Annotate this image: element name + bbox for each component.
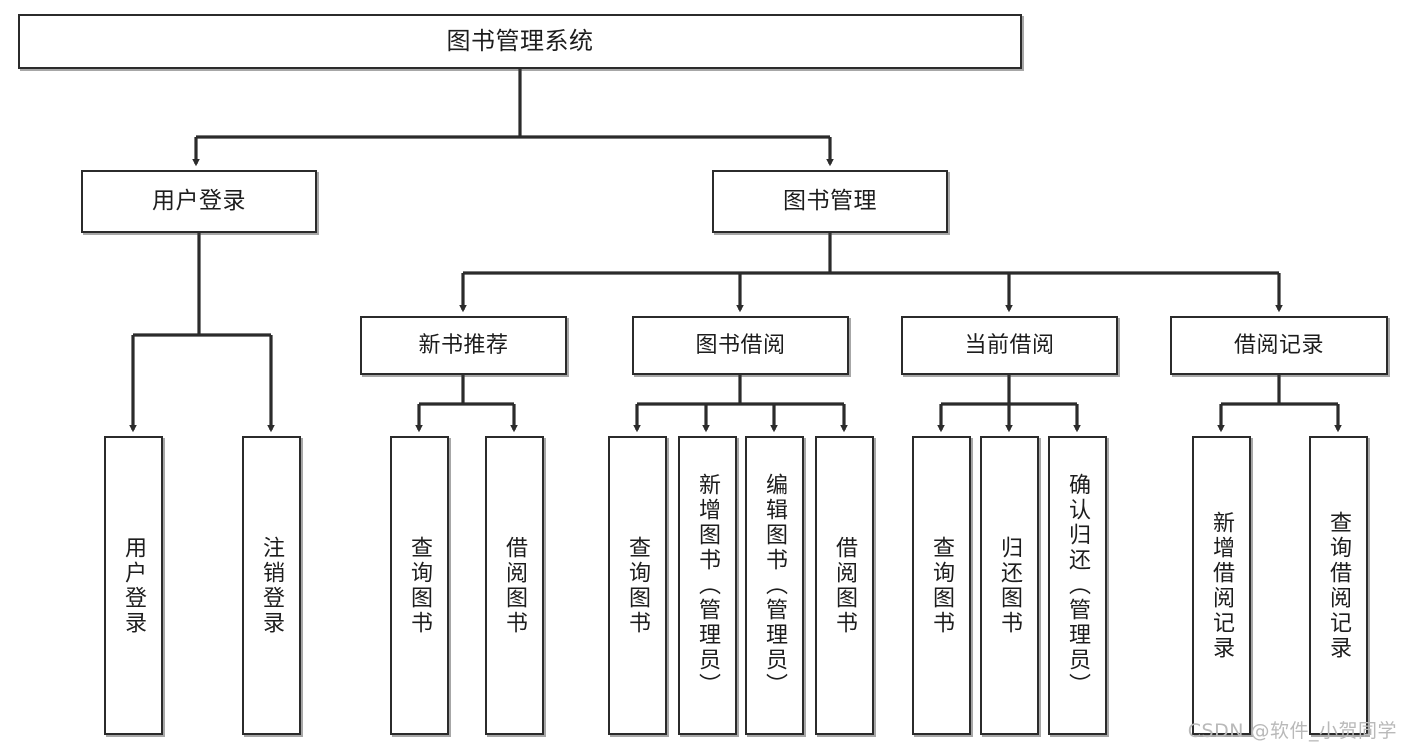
node-leaf-query-book-2[interactable]: 查询图书 xyxy=(608,436,667,735)
node-leaf-query-book-1[interactable]: 查询图书 xyxy=(390,436,449,735)
node-leaf-add-record[interactable]: 新增借阅记录 xyxy=(1192,436,1251,735)
node-leaf-edit-book-label: 编辑图书（管理员） xyxy=(762,473,788,698)
node-leaf-return-book[interactable]: 归还图书 xyxy=(980,436,1039,735)
node-leaf-borrow-book-1[interactable]: 借阅图书 xyxy=(485,436,544,735)
node-root-label: 图书管理系统 xyxy=(446,27,594,56)
node-borrow-record-label: 借阅记录 xyxy=(1233,332,1324,358)
node-current-borrow-label: 当前借阅 xyxy=(964,332,1055,358)
node-new-book-recommend[interactable]: 新书推荐 xyxy=(360,316,567,375)
node-root[interactable]: 图书管理系统 xyxy=(18,14,1022,69)
node-user-login-label: 用户登录 xyxy=(152,187,246,214)
node-leaf-query-book-3-label: 查询图书 xyxy=(929,535,955,636)
node-book-manage-label: 图书管理 xyxy=(783,187,877,214)
node-leaf-query-book-2-label: 查询图书 xyxy=(625,535,651,636)
node-leaf-confirm-return[interactable]: 确认归还（管理员） xyxy=(1048,436,1107,735)
node-leaf-query-book-3[interactable]: 查询图书 xyxy=(912,436,971,735)
node-book-manage[interactable]: 图书管理 xyxy=(712,170,948,233)
node-leaf-borrow-book-2-label: 借阅图书 xyxy=(832,535,858,636)
node-leaf-borrow-book-2[interactable]: 借阅图书 xyxy=(815,436,874,735)
node-leaf-user-login-label: 用户登录 xyxy=(121,535,147,636)
node-leaf-add-book-label: 新增图书（管理员） xyxy=(695,473,721,698)
node-borrow-record[interactable]: 借阅记录 xyxy=(1170,316,1388,375)
node-leaf-user-login[interactable]: 用户登录 xyxy=(104,436,163,735)
node-current-borrow[interactable]: 当前借阅 xyxy=(901,316,1118,375)
node-leaf-query-record[interactable]: 查询借阅记录 xyxy=(1309,436,1368,735)
node-leaf-logout-login[interactable]: 注销登录 xyxy=(242,436,301,735)
node-leaf-query-record-label: 查询借阅记录 xyxy=(1326,510,1352,661)
node-leaf-confirm-return-label: 确认归还（管理员） xyxy=(1065,473,1091,698)
node-leaf-add-book[interactable]: 新增图书（管理员） xyxy=(678,436,737,735)
node-book-borrow[interactable]: 图书借阅 xyxy=(632,316,849,375)
node-leaf-edit-book[interactable]: 编辑图书（管理员） xyxy=(745,436,804,735)
node-leaf-query-book-1-label: 查询图书 xyxy=(407,535,433,636)
node-leaf-return-book-label: 归还图书 xyxy=(997,535,1023,636)
node-book-borrow-label: 图书借阅 xyxy=(695,332,786,358)
node-user-login[interactable]: 用户登录 xyxy=(81,170,317,233)
node-leaf-borrow-book-1-label: 借阅图书 xyxy=(502,535,528,636)
node-leaf-logout-login-label: 注销登录 xyxy=(259,535,285,636)
node-new-book-recommend-label: 新书推荐 xyxy=(418,332,509,358)
node-leaf-add-record-label: 新增借阅记录 xyxy=(1209,510,1235,661)
